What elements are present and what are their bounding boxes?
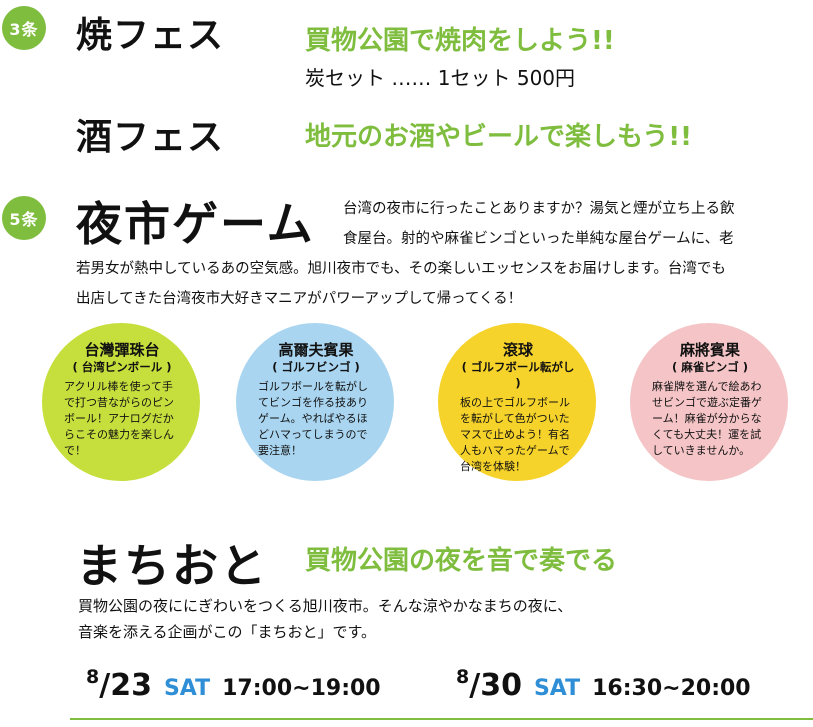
section-3-badge: 3条 xyxy=(2,6,46,50)
game-bubble-mahjong-bingo: 麻將賓果 ( 麻雀ビンゴ ) 麻雀牌を選んで絵あわせビンゴで遊ぶ定番ゲーム！麻雀… xyxy=(630,323,788,481)
game-bubble-golf-ball-roll: 滾球 ( ゴルフボール転がし ) 板の上でゴルフボールを転がして色がついたマスで… xyxy=(438,323,596,481)
yaki-fes-title: 焼フェス xyxy=(76,15,225,56)
yaki-fes-tagline: 買物公園で焼肉をしよう!! xyxy=(305,26,615,56)
date-1-day: /23 xyxy=(99,668,152,703)
date-1: 8/23 xyxy=(86,666,152,703)
section-5-badge: 5条 xyxy=(2,196,46,240)
machioto-desc-line-2: 音楽を添える企画がこの「まちおと」です。 xyxy=(78,623,377,641)
game-bubble-taiwan-pinball: 台灣彈珠台 ( 台湾ピンボール ) アクリル棒を使って手で打つ昔ながらのピンボー… xyxy=(42,323,200,481)
game-subtitle: ( ゴルフボール転がし ) xyxy=(461,360,575,390)
sake-fes-title: 酒フェス xyxy=(76,117,225,158)
date-2: 8/30 xyxy=(456,666,522,703)
machioto-desc-line-1: 買物公園の夜ににぎわいをつくる旭川夜市。そんな涼やかなまちの夜に、 xyxy=(78,597,573,615)
yoichi-intro-line-2: 食屋台。射的や麻雀ビンゴといった単純な屋台ゲームに、老 xyxy=(343,231,734,247)
bottom-divider xyxy=(70,718,813,720)
game-title: 麻將賓果 xyxy=(679,341,740,359)
yoichi-intro-line-1: 台湾の夜市に行ったことありますか？湯気と煙が立ち上る飲 xyxy=(343,201,735,217)
game-description: 板の上でゴルフボールを転がして色がついたマスで止めよう！有名人もハマったゲームで… xyxy=(460,396,570,473)
date-block-2: 8/30 SAT 16:30~20:00 xyxy=(456,666,751,703)
date-2-month: 8 xyxy=(456,666,470,688)
date-2-time: 16:30~20:00 xyxy=(592,676,751,701)
game-title: 高爾夫賓果 xyxy=(278,341,354,359)
date-block-1: 8/23 SAT 17:00~19:00 xyxy=(86,666,381,703)
game-title: 滾球 xyxy=(502,341,533,359)
date-1-month: 8 xyxy=(86,666,100,688)
machioto-tagline: 買物公園の夜を音で奏でる xyxy=(305,546,618,576)
game-description: アクリル棒を使って手で打つ昔ながらのピンボール！アナログだからこその魅力を楽しん… xyxy=(64,380,174,457)
sake-fes-tagline: 地元のお酒やビールで楽しもう!! xyxy=(305,122,692,152)
game-subtitle: ( 台湾ピンボール ) xyxy=(72,360,172,374)
yoichi-intro-line-3: 若男女が熱中しているあの空気感。旭川夜市でも、その楽しいエッセンスをお届けします… xyxy=(76,261,726,277)
date-2-weekday: SAT xyxy=(533,676,581,701)
yoichi-intro-line-4: 出店してきた台湾夜市大好きマニアがパワーアップして帰ってくる！ xyxy=(76,291,523,307)
game-subtitle: ( 麻雀ビンゴ ) xyxy=(671,360,749,374)
date-1-weekday: SAT xyxy=(163,676,211,701)
game-bubble-golf-bingo: 高爾夫賓果 ( ゴルフビンゴ ) ゴルフボールを転がしてビンゴを作る技ありゲーム… xyxy=(236,323,394,481)
yoichi-game-title: 夜市ゲーム xyxy=(76,197,315,251)
game-description: ゴルフボールを転がしてビンゴを作る技ありゲーム。やればやるほどハマってしまうので… xyxy=(258,380,368,457)
machioto-title: まちおと xyxy=(76,539,268,593)
game-description: 麻雀牌を選んで絵あわせビンゴで遊ぶ定番ゲーム！麻雀が分からなくても大丈夫！運を試… xyxy=(652,380,762,457)
game-subtitle: ( ゴルフビンゴ ) xyxy=(272,360,360,374)
yaki-fes-detail: 炭セット ‥‥‥ 1セット 500円 xyxy=(305,66,576,90)
date-1-time: 17:00~19:00 xyxy=(222,676,381,701)
date-2-day: /30 xyxy=(469,668,522,703)
game-title: 台灣彈珠台 xyxy=(84,341,160,359)
